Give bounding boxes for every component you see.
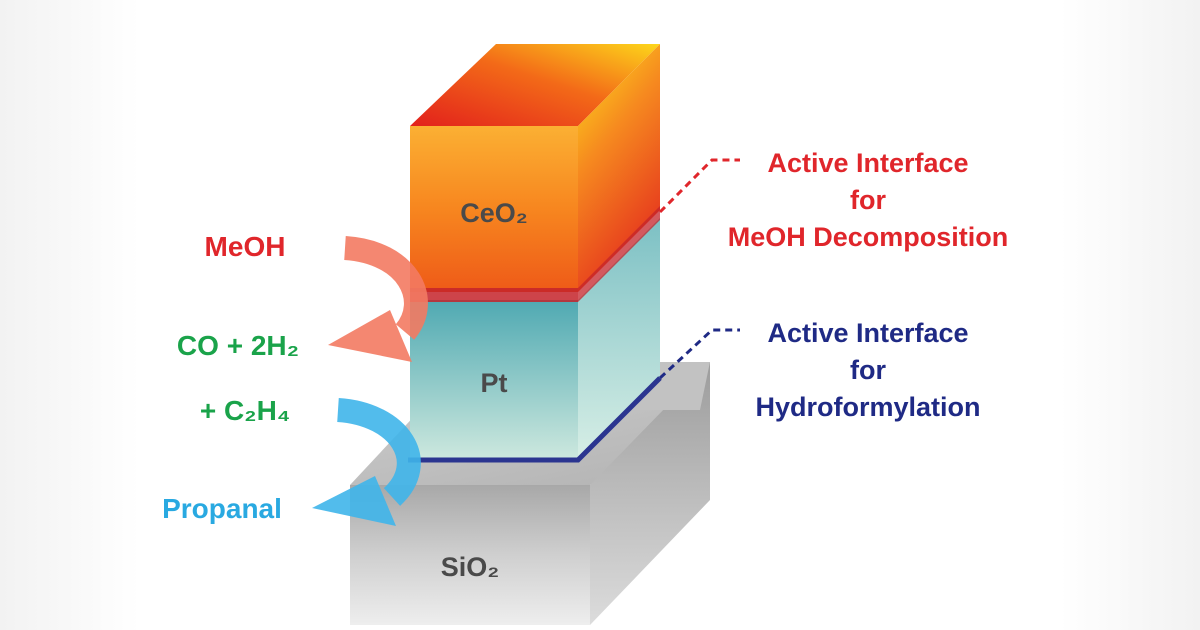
ceo2-top-face — [410, 44, 660, 126]
hydro-annotation-line-3: Hydroformylation — [755, 392, 980, 422]
meoh-label: MeOH — [205, 231, 286, 262]
propanal-formation-arrow — [312, 398, 421, 526]
meoh-annotation-line-3: MeOH Decomposition — [728, 222, 1009, 252]
sio2-label: SiO₂ — [441, 552, 500, 582]
meoh-conversion-arrow — [328, 236, 428, 362]
pt-block — [410, 218, 660, 462]
hydro-annotation-line-1: Active Interface — [767, 318, 968, 348]
meoh-annotation-line-1: Active Interface — [767, 148, 968, 178]
meoh-annotation-line-2: for — [850, 185, 886, 215]
hydro-interface-annotation: Active Interface for Hydroformylation — [755, 318, 980, 422]
pt-side-face — [578, 218, 660, 462]
pt-front-face — [410, 300, 578, 462]
ethylene-label: + C₂H₄ — [200, 395, 290, 426]
hydro-annotation-leader — [658, 328, 740, 380]
meoh-interface-annotation: Active Interface for MeOH Decomposition — [728, 148, 1009, 252]
pt-label: Pt — [481, 368, 508, 398]
ceo2-block — [410, 44, 660, 292]
hydroformylation-interface-line — [408, 376, 662, 463]
co-h2-label: CO + 2H₂ — [177, 330, 299, 361]
sio2-front-face — [350, 485, 590, 625]
propanal-label: Propanal — [162, 493, 282, 524]
meoh-interface-band — [410, 206, 660, 302]
sio2-side-face — [590, 362, 710, 625]
hydro-annotation-line-2: for — [850, 355, 886, 385]
ceo2-label: CeO₂ — [460, 198, 528, 228]
ceo2-front-face — [410, 126, 578, 292]
meoh-annotation-leader — [658, 158, 740, 214]
